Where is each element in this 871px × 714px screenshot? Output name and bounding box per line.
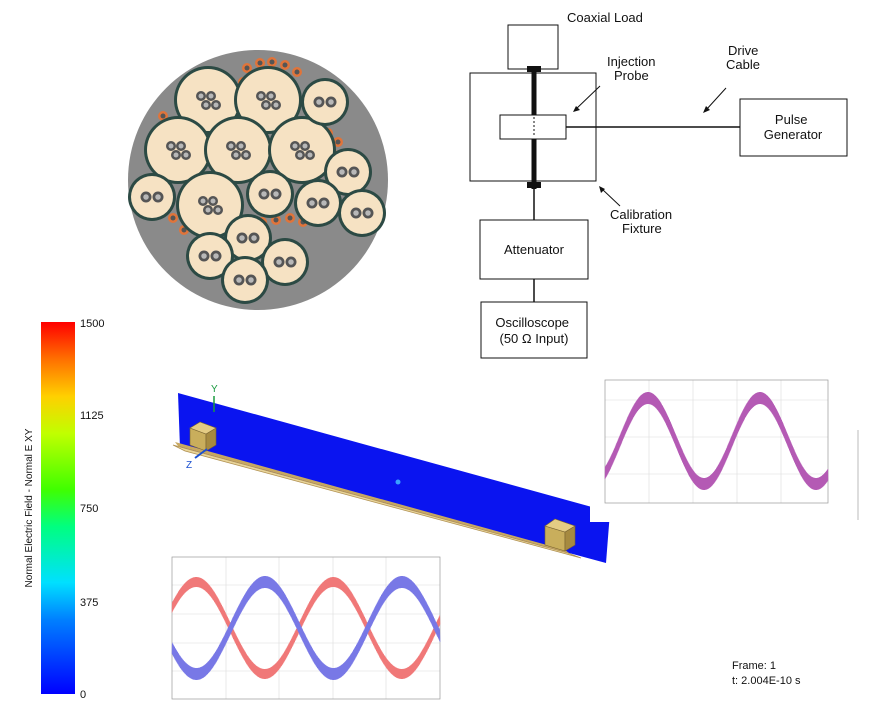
small-wire — [292, 67, 302, 77]
injection-probe-box — [499, 114, 567, 140]
coaxial-load-box — [507, 24, 559, 70]
colorbar-tick-1500: 1500 — [80, 318, 104, 330]
plot-bottom-trace-red — [171, 576, 441, 680]
plot-top-grid — [605, 380, 828, 503]
pulse-generator-label: Pulse Generator — [764, 112, 823, 142]
time-label: t: 2.004E-10 s — [732, 675, 801, 687]
conductor-bundle — [261, 238, 309, 286]
conductor-bundle — [144, 116, 212, 184]
conductor-bundle — [301, 78, 349, 126]
block-left — [189, 421, 217, 452]
small-wire — [280, 60, 290, 70]
oscilloscope-label: Oscilloscope (50 Ω Input) — [495, 315, 572, 346]
injection-probe-arrow — [574, 85, 601, 111]
small-wire — [267, 57, 277, 67]
conductor-bundle — [204, 116, 272, 184]
axis-y-label: Y — [211, 384, 218, 395]
colorbar-title: Normal Electric Field - Normal E XY — [24, 428, 35, 587]
injection-probe-label: Injection Probe — [607, 54, 659, 83]
conductor-bundle — [186, 232, 234, 280]
colorbar-tick-375: 375 — [80, 597, 98, 609]
oscilloscope-box — [480, 301, 588, 359]
small-wire — [242, 63, 252, 73]
conductor-bundle — [174, 66, 242, 134]
field-simulation-3d: Y Z Frame: 1 t: 2.004E-10 s — [172, 384, 801, 687]
calibration-block-diagram: Coaxial Load Injection Probe Drive Cable… — [469, 10, 848, 359]
axis-z-line — [194, 448, 208, 459]
attenuator-label: Attenuator — [504, 242, 565, 257]
plot-bottom-frame — [155, 546, 451, 708]
fixture-arrowhead — [599, 186, 605, 193]
conductor-bundle — [176, 171, 244, 239]
colorbar-gradient — [41, 322, 75, 694]
conductor-bundle — [224, 214, 272, 262]
colorbar-tick-0: 0 — [80, 689, 86, 701]
ground-plate-edge — [175, 442, 569, 553]
plot-bottom-trace-blue — [171, 575, 441, 681]
conductor-bundle — [234, 66, 302, 134]
block-right — [544, 518, 576, 552]
drive-cable-arrowhead — [703, 106, 710, 113]
fixture-arrow — [601, 188, 621, 207]
drive-cable-arrow — [705, 87, 727, 111]
colorbar-tick-1125: 1125 — [80, 410, 104, 422]
ground-plate — [172, 444, 582, 559]
connector-top — [527, 66, 541, 72]
waveform-plot-bottom — [155, 546, 451, 708]
conductor-bundle — [294, 179, 342, 227]
small-wire — [285, 213, 295, 223]
coaxial-load-label: Coaxial Load — [567, 10, 643, 25]
waveform-plot-top — [590, 366, 859, 522]
frame-label: Frame: 1 — [732, 660, 776, 672]
plot-top-frame — [590, 366, 850, 522]
conductor-bundle — [338, 189, 386, 237]
small-wire — [255, 58, 265, 68]
probe-point — [395, 479, 401, 485]
colorbar: 1500 1125 750 375 0 Normal Electric Fiel… — [24, 318, 104, 701]
small-wire — [168, 213, 178, 223]
conductors — [128, 66, 386, 304]
conductor-bundle — [221, 256, 269, 304]
calibration-fixture-label: Calibration Fixture — [610, 207, 676, 236]
field-plane — [178, 393, 610, 563]
connector-bottom — [527, 182, 541, 188]
injection-probe-arrowhead — [573, 106, 580, 112]
conductor-bundle — [324, 148, 372, 196]
conductor-bundle — [246, 170, 294, 218]
drive-cable-label: Drive Cable — [726, 43, 762, 72]
pulse-generator-box — [739, 98, 848, 157]
colorbar-tick-750: 750 — [80, 503, 98, 515]
axis-z-label: Z — [186, 460, 192, 471]
cable-cross-section — [128, 50, 388, 310]
conductor-bundle — [128, 173, 176, 221]
conductor-bundle — [268, 116, 336, 184]
plot-top-trace — [604, 391, 829, 491]
